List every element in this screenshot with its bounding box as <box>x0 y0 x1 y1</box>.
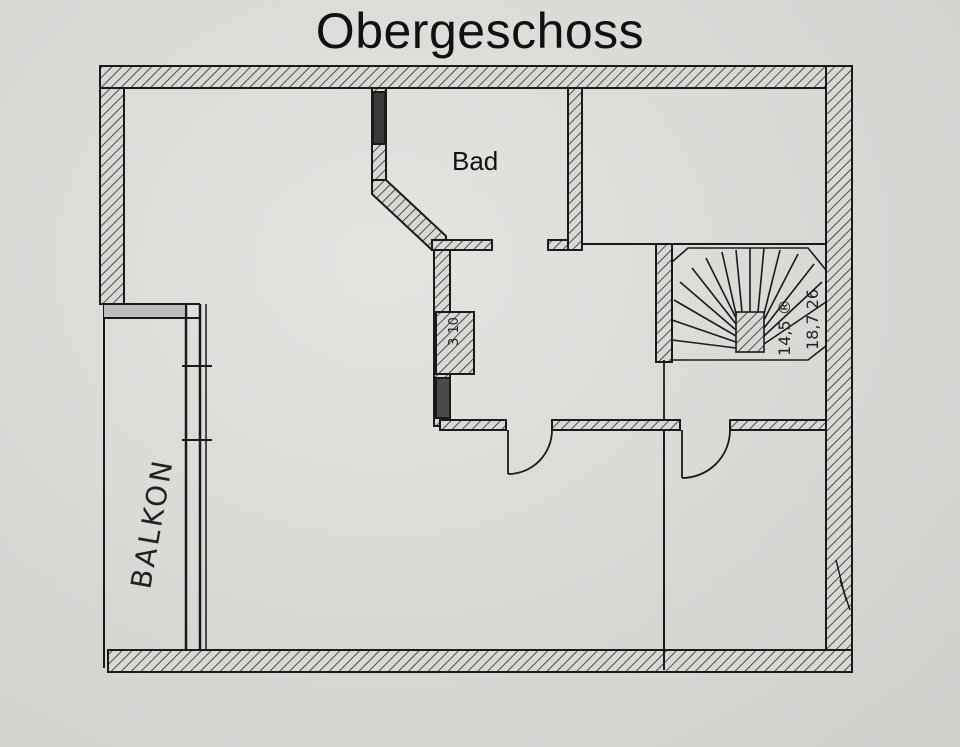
wall-right <box>825 65 853 671</box>
chimney <box>435 311 475 375</box>
page-title: Obergeschoss <box>315 3 645 59</box>
wall-bottom <box>107 649 853 673</box>
doors <box>507 360 731 479</box>
stair-dimension-2: 18,7 26 <box>803 289 822 350</box>
balcony-outline <box>103 303 212 668</box>
hall-wall-bottom-1 <box>439 419 507 431</box>
wall-top <box>99 65 847 89</box>
door-right-room <box>681 429 731 479</box>
right-wall-marks <box>835 559 851 611</box>
wall-left <box>99 87 125 305</box>
room-label-balcony: BALKON <box>124 456 179 592</box>
bath-wall-stub-left <box>431 239 493 251</box>
room-label-bath: Bad <box>452 146 498 176</box>
outer-walls <box>99 65 853 673</box>
stair-dimension-1: 14,5 ® <box>775 299 794 356</box>
bath-wall-right <box>567 87 583 251</box>
door-hall-left <box>507 429 553 475</box>
chimney-label: 3 10 <box>447 317 462 346</box>
stair-wall-left <box>655 243 673 363</box>
hall-wall-bottom-2 <box>551 419 681 431</box>
staircase <box>671 247 827 361</box>
hall-walls <box>433 243 827 431</box>
hall-wall-bottom-3 <box>729 419 827 431</box>
